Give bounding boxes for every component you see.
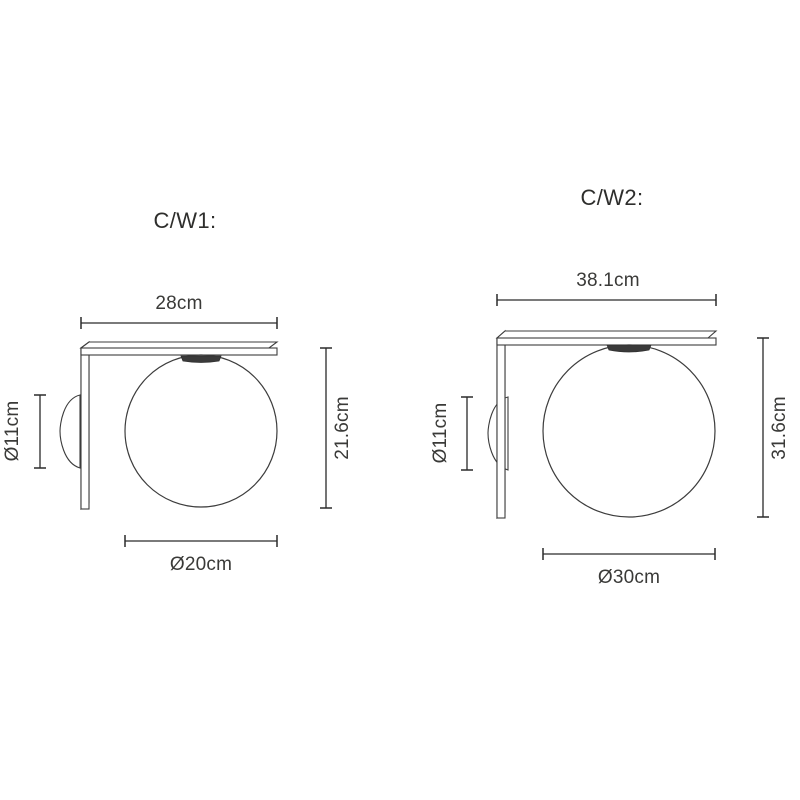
figure-cw2-width-dimension: 38.1cm [496, 270, 717, 306]
figure-cw2: C/W2: 38.1cm 31.6cm Ø11cm [430, 185, 790, 588]
figure-cw2-height-dimension: 31.6cm [757, 337, 790, 518]
figure-cw2-backplate-label: Ø11cm [430, 403, 451, 464]
figure-cw1-height-dimension: 21.6cm [320, 347, 353, 509]
figure-cw1-title: C/W1: [153, 208, 216, 233]
figure-cw1-canopy [59, 394, 81, 469]
figure-cw2-top-arm [495, 330, 718, 346]
figure-cw1-sphere-label: Ø20cm [170, 554, 232, 575]
figure-cw1-wall-plate [80, 340, 90, 511]
figure-cw2-collar [606, 344, 652, 353]
figure-cw2-wall-plate [496, 329, 506, 520]
figure-cw1-height-label: 21.6cm [332, 396, 353, 460]
figure-cw1-sphere-dimension: Ø20cm [124, 535, 278, 575]
figure-cw1-sphere [124, 354, 278, 508]
figure-cw1-collar [180, 355, 222, 363]
figure-cw1-width-dimension: 28cm [80, 293, 278, 329]
figure-cw2-sphere-dimension: Ø30cm [542, 548, 716, 588]
figure-cw2-sphere [542, 344, 716, 518]
figure-cw1-width-label: 28cm [155, 293, 202, 314]
figure-cw2-backplate-dimension: Ø11cm [430, 396, 473, 471]
figure-cw1-backplate-dimension: Ø11cm [2, 394, 46, 469]
figure-cw1-top-arm [79, 341, 279, 356]
figure-cw1-fixture [59, 340, 279, 511]
figure-cw2-sphere-label: Ø30cm [598, 567, 660, 588]
figure-cw2-height-label: 31.6cm [769, 396, 790, 460]
figure-cw1: C/W1: 28cm 21.6cm Ø11cm [2, 208, 353, 575]
figure-cw2-fixture [487, 329, 718, 520]
figure-cw1-backplate-label: Ø11cm [2, 401, 23, 462]
figure-cw2-width-label: 38.1cm [576, 270, 640, 291]
figure-cw2-title: C/W2: [580, 185, 643, 210]
